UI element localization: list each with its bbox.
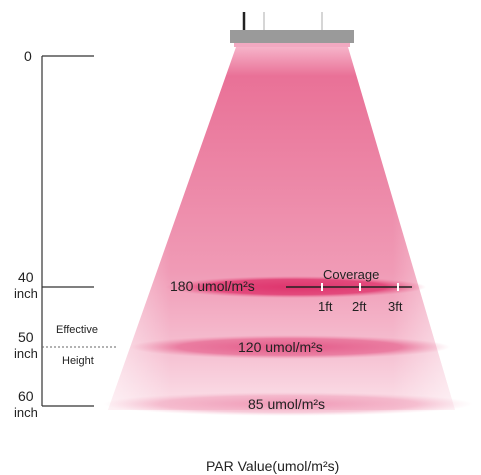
coverage-label-2ft: 2ft xyxy=(352,299,367,314)
beam-edge-fade xyxy=(108,47,455,410)
effective-height-label-line1: Effective xyxy=(56,324,98,336)
scale-label-50-value: 50 xyxy=(18,329,34,345)
scale-label-60-value: 60 xyxy=(18,388,34,404)
coverage-label-1ft: 1ft xyxy=(318,299,333,314)
intensity-ring-60 xyxy=(103,392,473,416)
intensity-ring-50 xyxy=(130,335,450,359)
light-fixture xyxy=(230,12,354,47)
par-value-caption: PAR Value(umol/m²s) xyxy=(206,458,339,474)
scale-label-0: 0 xyxy=(24,48,32,64)
coverage-title: Coverage xyxy=(323,267,379,282)
light-beam xyxy=(108,47,455,410)
scale-label-40-unit: inch xyxy=(14,286,38,301)
par-reading-50: 120 umol/m²s xyxy=(238,339,323,355)
height-scale: 0 40 inch 50 inch 60 inch Effective Heig… xyxy=(14,48,118,420)
fixture-led-strip xyxy=(234,43,350,47)
par-reading-60: 85 umol/m²s xyxy=(248,396,325,412)
effective-height-label-line2: Height xyxy=(62,355,94,367)
coverage-ruler: Coverage 1ft 2ft 3ft xyxy=(286,267,412,314)
scale-label-50-unit: inch xyxy=(14,346,38,361)
coverage-label-3ft: 3ft xyxy=(388,299,403,314)
scale-label-60-unit: inch xyxy=(14,405,38,420)
fixture-body xyxy=(230,30,354,43)
par-reading-40: 180 umol/m²s xyxy=(170,278,255,294)
scale-label-40-value: 40 xyxy=(18,269,34,285)
